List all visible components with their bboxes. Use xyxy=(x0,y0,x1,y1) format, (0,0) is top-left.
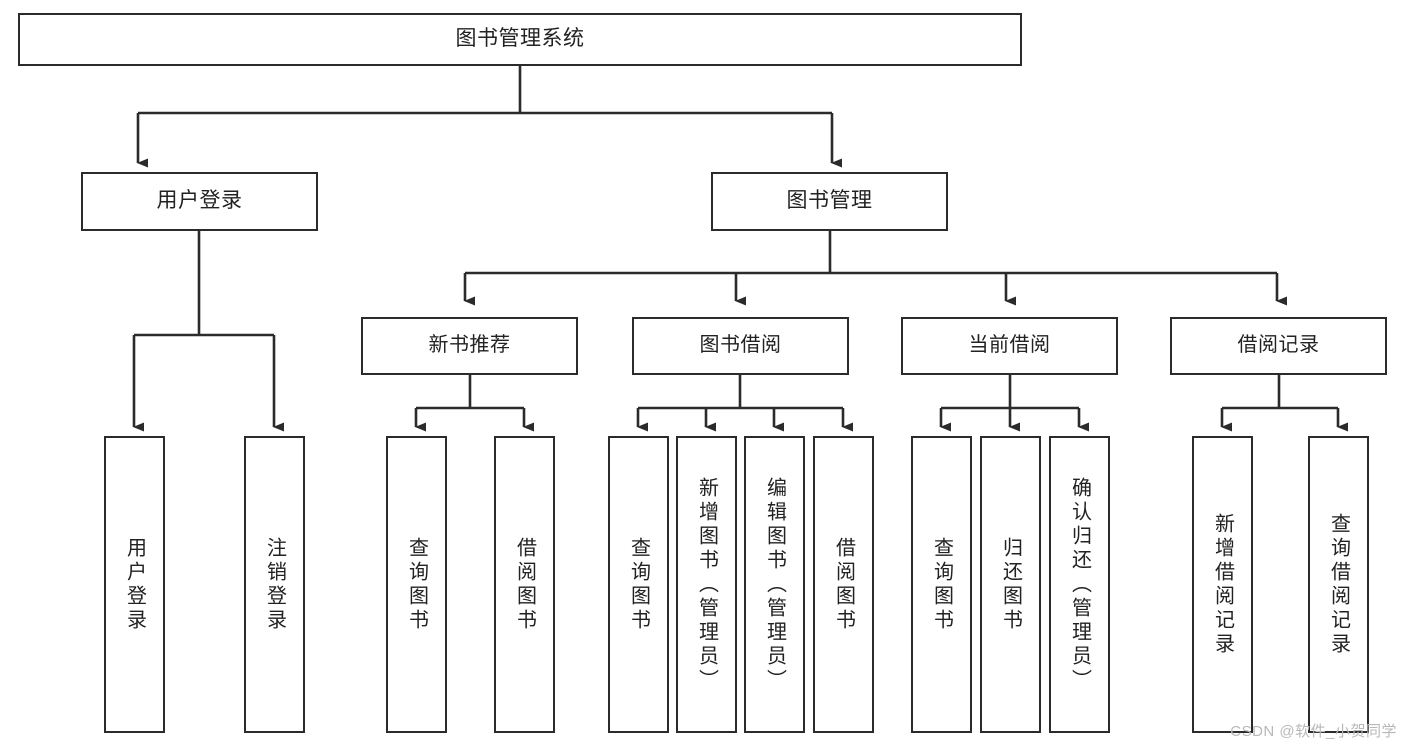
leaf-book-borrow-query[interactable]: 查询图书 xyxy=(608,436,669,733)
node-root-system[interactable]: 图书管理系统 xyxy=(18,13,1022,66)
leaf-new-book-query[interactable]: 查询图书 xyxy=(386,436,447,733)
node-label: 当前借阅 xyxy=(968,334,1051,357)
node-label: 归还图书 xyxy=(999,536,1022,633)
node-label: 新增借阅记录 xyxy=(1211,512,1234,657)
leaf-current-borrow-query[interactable]: 查询图书 xyxy=(911,436,972,733)
leaf-user-login-logout[interactable]: 注销登录 xyxy=(244,436,305,733)
node-borrow-record[interactable]: 借阅记录 xyxy=(1170,317,1387,375)
leaf-book-borrow-add[interactable]: 新增图书（管理员） xyxy=(676,436,737,733)
csdn-watermark: CSDN @软件_小贺同学 xyxy=(1230,723,1397,740)
node-label: 查询图书 xyxy=(930,536,953,633)
leaf-user-login-login[interactable]: 用户登录 xyxy=(104,436,165,733)
node-label: 查询图书 xyxy=(627,536,650,633)
node-label: 图书借阅 xyxy=(699,334,782,357)
node-label: 借阅图书 xyxy=(832,536,855,633)
leaf-borrow-record-query[interactable]: 查询借阅记录 xyxy=(1308,436,1369,733)
node-label: 确认归还（管理员） xyxy=(1068,476,1091,693)
leaf-current-borrow-confirm-return[interactable]: 确认归还（管理员） xyxy=(1049,436,1110,733)
node-label: 查询图书 xyxy=(405,536,428,633)
node-label: 图书管理 xyxy=(786,189,873,213)
node-book-management[interactable]: 图书管理 xyxy=(711,172,948,231)
leaf-borrow-record-add[interactable]: 新增借阅记录 xyxy=(1192,436,1253,733)
leaf-new-book-borrow[interactable]: 借阅图书 xyxy=(494,436,555,733)
leaf-book-borrow-edit[interactable]: 编辑图书（管理员） xyxy=(744,436,805,733)
node-label: 新增图书（管理员） xyxy=(695,476,718,693)
node-label: 查询借阅记录 xyxy=(1327,512,1350,657)
node-new-book-recommend[interactable]: 新书推荐 xyxy=(361,317,578,375)
node-book-borrow[interactable]: 图书借阅 xyxy=(632,317,849,375)
node-label: 借阅记录 xyxy=(1237,334,1320,357)
node-label: 用户登录 xyxy=(156,189,243,213)
node-label: 图书管理系统 xyxy=(455,27,585,51)
node-label: 借阅图书 xyxy=(513,536,536,633)
leaf-book-borrow-borrow[interactable]: 借阅图书 xyxy=(813,436,874,733)
node-label: 注销登录 xyxy=(263,536,286,633)
node-user-login[interactable]: 用户登录 xyxy=(81,172,318,231)
node-label: 编辑图书（管理员） xyxy=(763,476,786,693)
node-current-borrow[interactable]: 当前借阅 xyxy=(901,317,1118,375)
node-label: 新书推荐 xyxy=(428,334,511,357)
node-label: 用户登录 xyxy=(123,536,146,633)
leaf-current-borrow-return[interactable]: 归还图书 xyxy=(980,436,1041,733)
